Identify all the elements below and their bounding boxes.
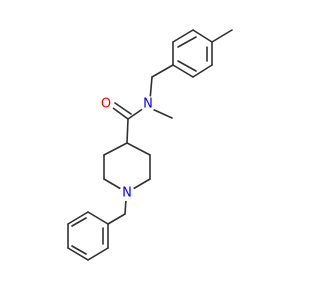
ring-nitrogen-atom: N xyxy=(119,185,135,201)
bond xyxy=(149,107,173,119)
bond xyxy=(67,247,89,261)
bond xyxy=(211,29,233,43)
bond xyxy=(151,64,174,78)
bond xyxy=(172,64,194,78)
oxygen-label: O xyxy=(101,97,111,112)
bond xyxy=(112,107,129,120)
amide-nitrogen-label: N xyxy=(143,97,153,112)
bond xyxy=(132,178,151,190)
bond xyxy=(172,29,194,43)
bond xyxy=(103,142,128,156)
bonds xyxy=(67,29,233,261)
bond xyxy=(103,178,122,190)
bond xyxy=(87,211,109,225)
structure-drawing: O N N xyxy=(67,29,233,261)
bond xyxy=(71,245,87,255)
molecule-canvas: O N N xyxy=(67,29,233,261)
bond xyxy=(87,247,109,261)
bond xyxy=(126,118,129,144)
bond xyxy=(67,211,89,225)
bond xyxy=(177,60,197,72)
atom-labels: O N N xyxy=(98,96,156,201)
bond xyxy=(124,198,127,215)
bond xyxy=(192,29,213,43)
bond xyxy=(114,102,132,115)
ring-nitrogen-label: N xyxy=(122,186,132,201)
bond xyxy=(192,64,213,78)
bond xyxy=(71,217,87,227)
bond xyxy=(126,142,151,156)
bond xyxy=(149,76,153,101)
bond xyxy=(177,36,197,48)
bond xyxy=(107,213,126,225)
oxygen-atom: O xyxy=(98,96,114,112)
bond xyxy=(127,107,145,120)
amide-nitrogen-atom: N xyxy=(140,96,156,112)
